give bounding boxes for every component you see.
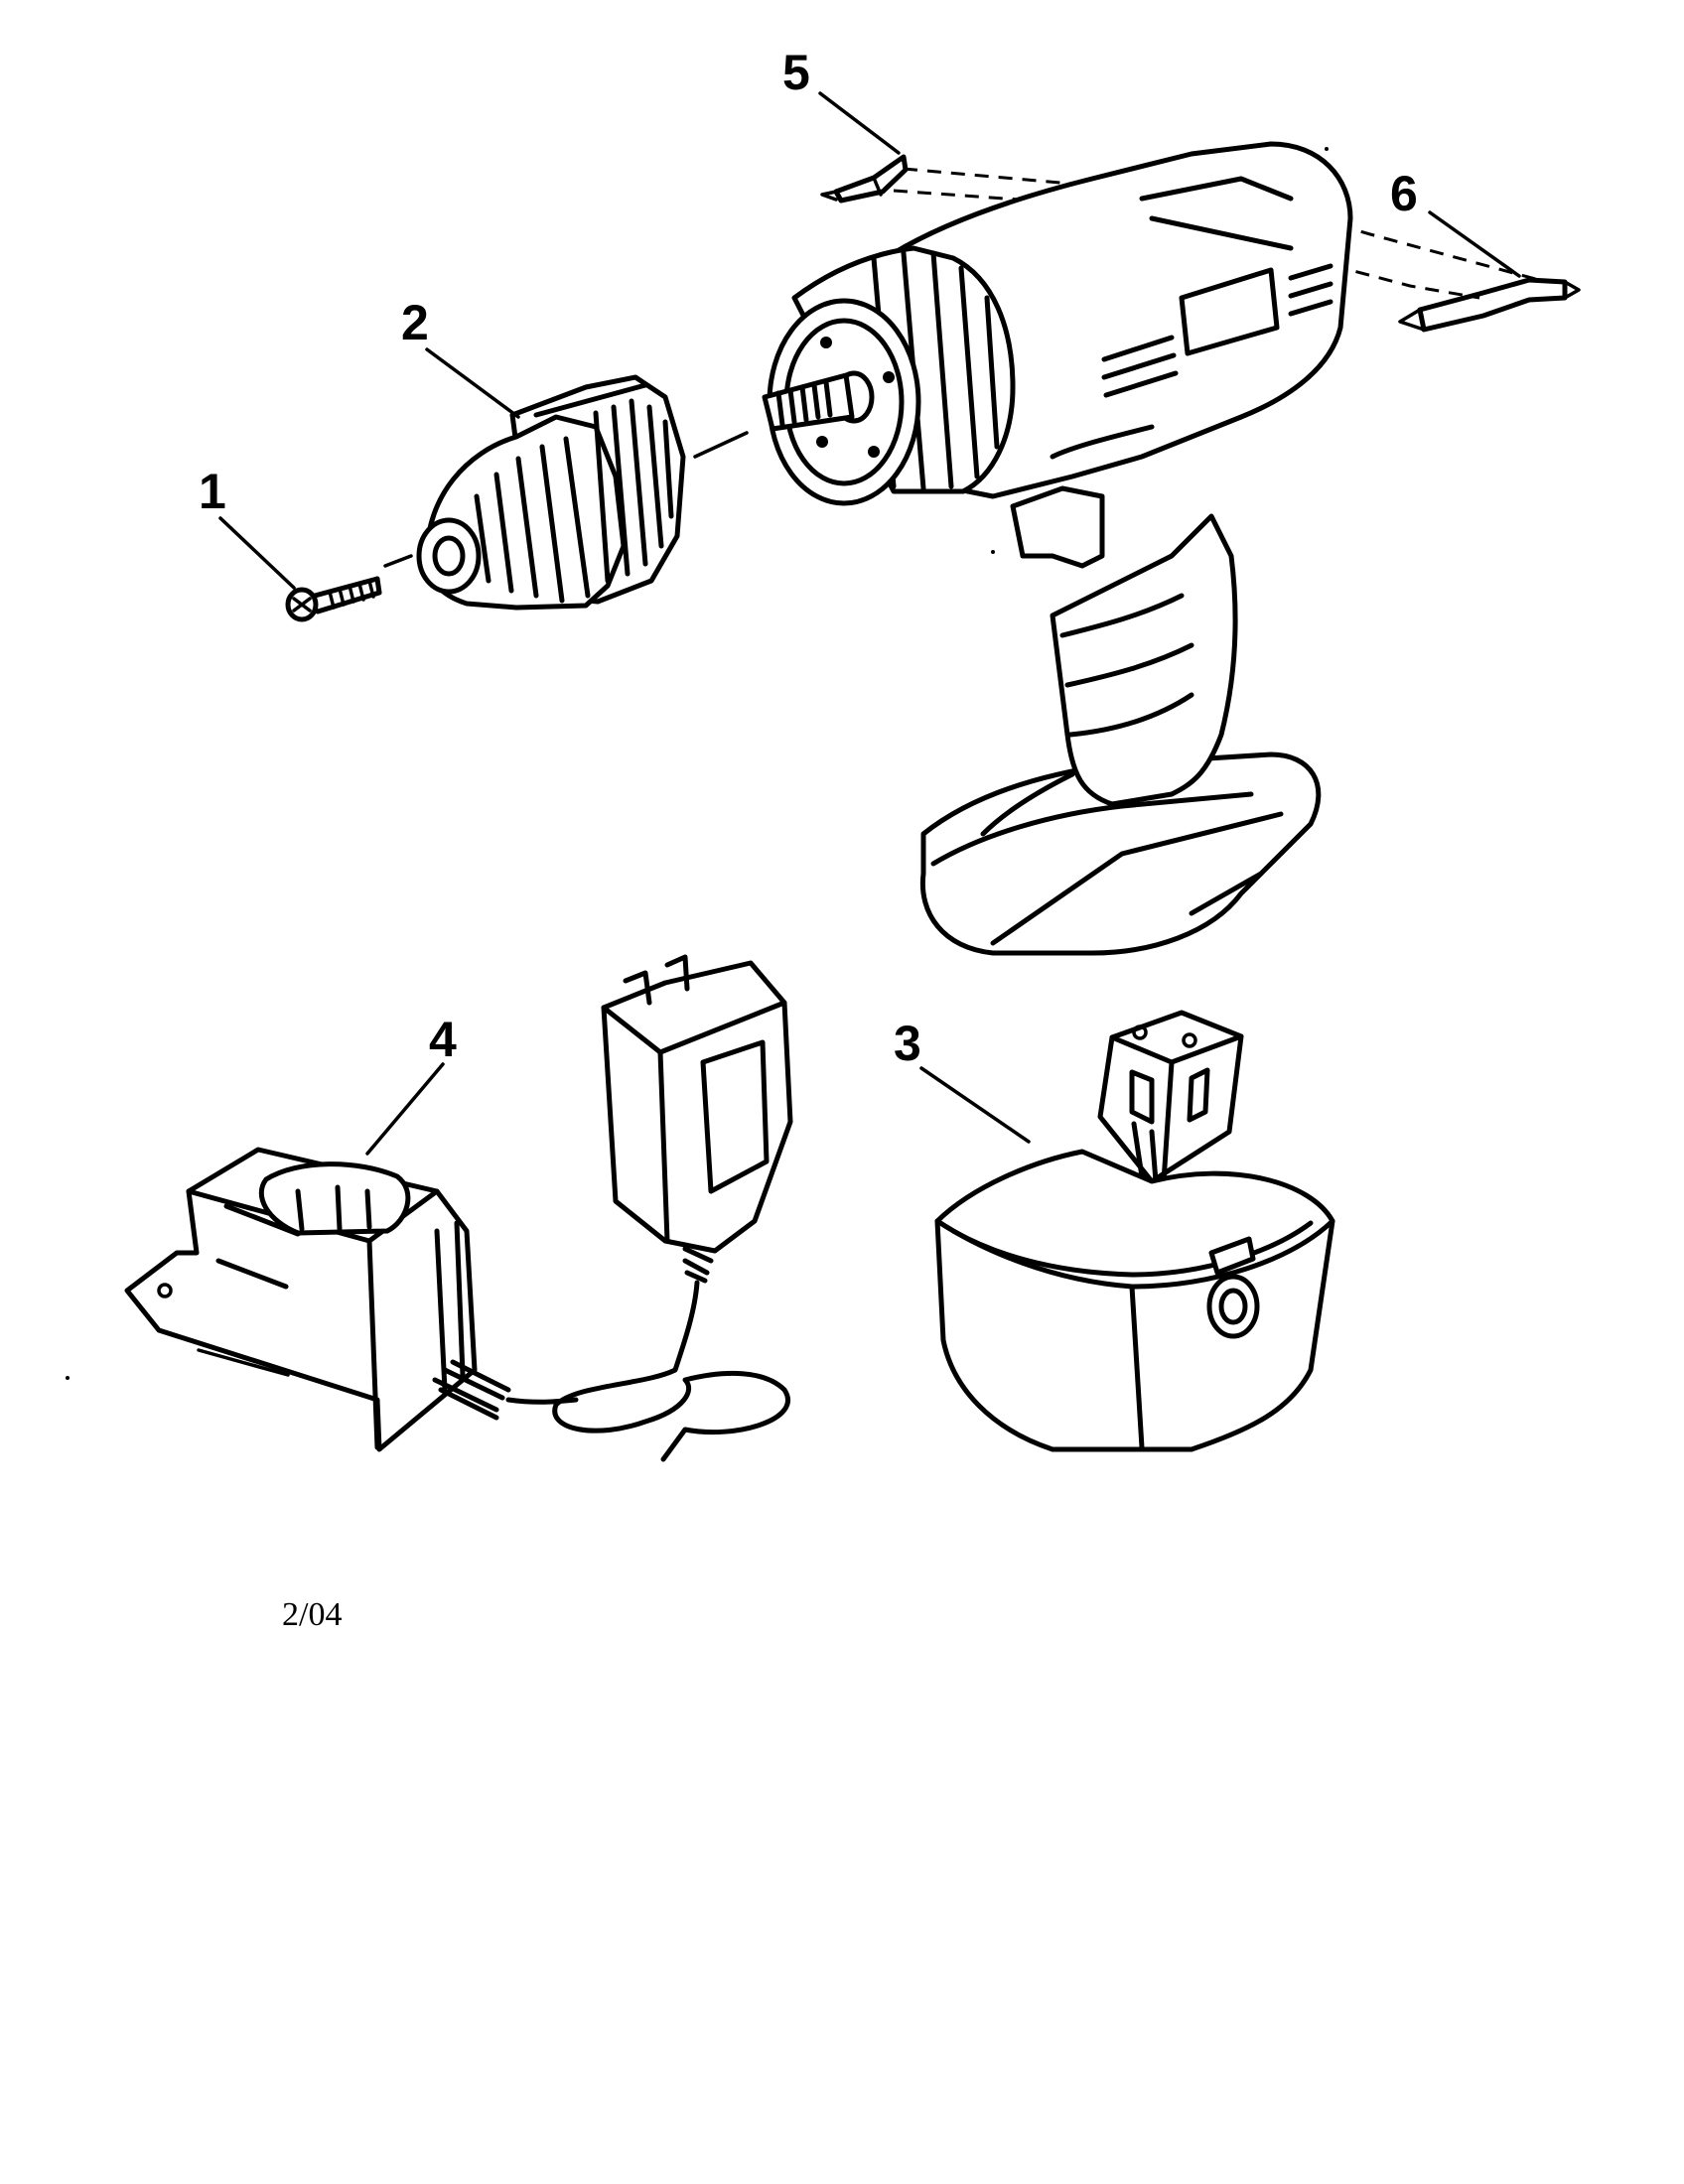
footer-date: 2/04	[282, 1596, 343, 1633]
callout-6: 6	[1390, 166, 1418, 221]
callout-4: 4	[429, 1012, 457, 1067]
assembly-line-1	[383, 554, 413, 568]
battery-pack-part-3	[934, 1010, 1335, 1452]
driver-bit-part-6	[1398, 277, 1581, 333]
leader-5	[818, 91, 901, 155]
callout-5: 5	[782, 45, 810, 100]
wall-adapter	[505, 954, 793, 1462]
drill-body	[762, 141, 1353, 956]
speck	[1325, 147, 1329, 151]
screw-part-1	[285, 576, 382, 622]
bit-storage-dashes	[893, 167, 1540, 300]
callout-1: 1	[199, 464, 226, 519]
driver-bit-part-5	[820, 154, 909, 204]
leader-3	[919, 1066, 1031, 1144]
leader-1	[218, 516, 296, 590]
callout-2: 2	[401, 295, 429, 350]
leader-2	[425, 347, 520, 419]
leader-6	[1428, 210, 1521, 278]
callout-3: 3	[894, 1016, 921, 1071]
chuck-part-2	[416, 374, 686, 611]
assembly-line-2	[693, 431, 749, 459]
charger-base-part-4	[124, 1147, 511, 1452]
speck	[66, 1376, 70, 1380]
speck	[991, 550, 995, 554]
leader-4	[365, 1062, 445, 1156]
